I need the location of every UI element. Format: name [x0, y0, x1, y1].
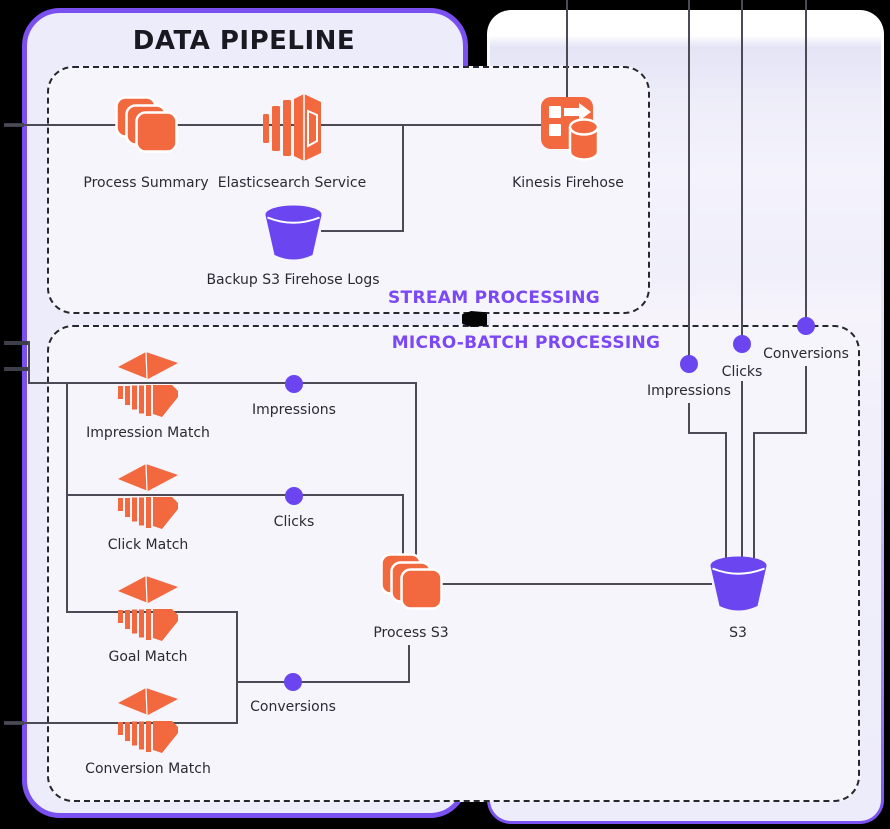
stream-processing-label: STREAM PROCESSING [388, 288, 600, 308]
edge-clicks-below [741, 381, 743, 558]
edge-left-stub-a [4, 341, 30, 345]
backup-s3-label: Backup S3 Firehose Logs [206, 272, 380, 288]
edge-top-clicks [741, 0, 743, 344]
page-title: DATA PIPELINE [132, 26, 356, 56]
conversion-match-label: Conversion Match [85, 761, 211, 777]
clicks-dot-left [285, 487, 303, 505]
click-match-label: Click Match [107, 537, 189, 553]
edge-left-stub-b [4, 367, 30, 371]
edge-impressions-drop [415, 382, 417, 558]
click-match-icon [117, 463, 179, 530]
edge-conversions-branch [236, 681, 410, 683]
goal-match-label: Goal Match [108, 649, 188, 665]
impressions-label-right: Impressions [647, 383, 731, 399]
edge-goal-conversion-vertical [236, 611, 238, 723]
elasticsearch-label: Elasticsearch Service [217, 175, 367, 191]
edge-goal-row [66, 611, 238, 613]
edge-top-impressions [688, 0, 690, 364]
impressions-dot-left [285, 375, 303, 393]
s3-label: S3 [729, 625, 747, 641]
process-summary-icon [115, 96, 178, 153]
edge-conversions-step-h [754, 432, 807, 434]
edge-backup-horizontal [321, 230, 403, 232]
edge-backup-vertical [402, 126, 404, 232]
impressions-dot-right [680, 355, 698, 373]
edge-impressions-step-h [688, 432, 727, 434]
edge-stub-join [28, 341, 30, 384]
goal-match-icon [117, 575, 179, 642]
s3-bucket-icon [709, 555, 768, 613]
clicks-label-right: Clicks [721, 364, 763, 380]
edge-left-trunk [66, 382, 68, 613]
conversion-match-icon [117, 687, 179, 754]
process-s3-icon [380, 553, 443, 610]
process-summary-label: Process Summary [83, 175, 209, 191]
clicks-dot-right [733, 335, 751, 353]
impression-match-icon [117, 351, 179, 418]
elasticsearch-icon [262, 93, 323, 162]
kinesis-firehose-icon [541, 97, 600, 161]
impressions-label-left: Impressions [252, 402, 336, 418]
clicks-label-left: Clicks [273, 514, 315, 530]
edge-impression-row [28, 382, 417, 384]
micro-batch-processing-label: MICRO-BATCH PROCESSING [391, 333, 661, 353]
conversions-dot-right [797, 317, 815, 335]
edge-impressions-below [688, 403, 690, 434]
edge-conversions-below [805, 366, 807, 434]
edge-conversions-step-v [753, 432, 755, 558]
box-junction-marker [462, 311, 486, 327]
conversions-label-left: Conversions [250, 699, 336, 715]
edge-branch-to-process-s3 [408, 645, 410, 681]
backup-s3-bucket-icon [264, 204, 323, 262]
kinesis-firehose-label: Kinesis Firehose [512, 175, 624, 191]
edge-top-conversions [805, 0, 807, 326]
impression-match-label: Impression Match [86, 425, 210, 441]
edge-click-row [66, 494, 404, 496]
conversions-label-right: Conversions [763, 346, 849, 362]
edge-clicks-drop [402, 494, 404, 558]
edge-process-s3-to-s3 [441, 583, 712, 585]
process-s3-label: Process S3 [373, 625, 449, 641]
edge-impressions-step-v [725, 432, 727, 558]
edge-top-to-kinesis [566, 0, 568, 98]
conversions-dot-left [284, 673, 302, 691]
